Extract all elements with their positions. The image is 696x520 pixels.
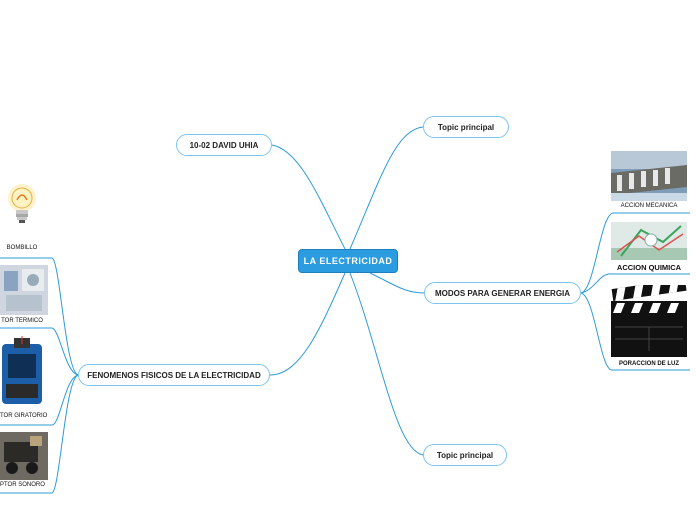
dam-image (611, 151, 687, 201)
topic-modes[interactable]: MODOS PARA GENERAR ENERGIA (424, 282, 581, 304)
topic-modes-label: MODOS PARA GENERAR ENERGIA (434, 288, 571, 298)
caption-thermal: TOR TERMICO (1, 318, 43, 324)
rotary-laser-image (2, 336, 42, 404)
machine-image (0, 432, 48, 480)
topic-author-label: 10-02 DAVID UHIA (189, 140, 259, 150)
topic-principal-top-label: Topic principal (437, 122, 495, 132)
appliance-image (0, 265, 48, 315)
central-topic[interactable]: LA ELECTRICIDAD (298, 249, 398, 273)
topic-principal-bottom-label: Topic principal (436, 450, 494, 460)
central-topic-label: LA ELECTRICIDAD (303, 256, 393, 266)
topic-phenomena[interactable]: FENOMENOS FISICOS DE LA ELECTRICIDAD (78, 364, 270, 386)
caption-chemical: ACCION QUIMICA (616, 263, 682, 272)
topic-principal-bottom[interactable]: Topic principal (423, 444, 507, 466)
topic-phenomena-label: FENOMENOS FISICOS DE LA ELECTRICIDAD (87, 370, 261, 380)
caption-bulb: BOMBILLO (6, 245, 38, 251)
caption-light: PORACCION DE LUZ (619, 361, 679, 367)
caption-rotary: TOR GIRATORIO (0, 413, 48, 419)
chemistry-image (611, 222, 687, 260)
clapperboard-image (611, 285, 687, 357)
caption-mechanical: ACCION MECANICA (620, 203, 678, 209)
lightbulb-image (8, 184, 36, 223)
topic-principal-top[interactable]: Topic principal (423, 116, 509, 138)
caption-sound: PTOR SONORO (0, 482, 45, 488)
topic-author[interactable]: 10-02 DAVID UHIA (176, 134, 272, 156)
